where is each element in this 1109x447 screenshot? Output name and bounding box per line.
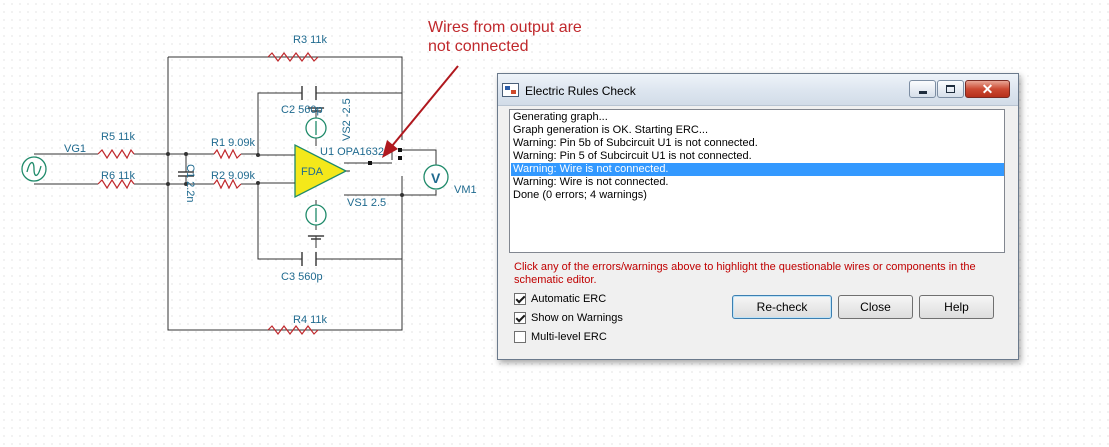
vg1-source <box>21 156 47 182</box>
maximize-icon <box>946 85 955 93</box>
erc-dialog: Electric Rules Check ✕ Generating graph.… <box>497 73 1019 360</box>
message-row[interactable]: Generating graph... <box>513 111 608 123</box>
app-icon <box>502 83 519 97</box>
message-row[interactable]: Graph generation is OK. Starting ERC... <box>513 124 709 136</box>
title-bar[interactable]: Electric Rules Check ✕ <box>498 74 1018 106</box>
opamp-fda <box>294 143 348 199</box>
minimize-button[interactable] <box>909 80 936 98</box>
vs1-ground <box>308 235 324 240</box>
vs1-supply <box>305 204 327 226</box>
vm1-voltmeter <box>423 164 449 190</box>
message-row-selected[interactable]: Warning: Wire is not connected. <box>511 163 1004 176</box>
label-r3: R3 11k <box>293 34 328 46</box>
label-c2: C2 560p <box>281 104 323 116</box>
label-r2: R2 9.09k <box>211 170 256 182</box>
pin-marker <box>398 156 402 160</box>
message-row[interactable]: Done (0 errors; 4 warnings) <box>513 189 647 201</box>
multilevel-erc-checkbox[interactable] <box>514 331 526 343</box>
callout-line: Wires from output are <box>428 19 582 36</box>
minimize-icon <box>918 90 927 94</box>
show-warnings-label: Show on Warnings <box>531 312 623 324</box>
message-row[interactable]: Warning: Pin 5b of Subcircuit U1 is not … <box>513 137 758 149</box>
label-vg1: VG1 <box>64 143 86 155</box>
label-r1: R1 9.09k <box>211 137 256 149</box>
maximize-button[interactable] <box>937 80 964 98</box>
r6-resistor <box>97 178 135 190</box>
close-icon: ✕ <box>981 81 994 97</box>
hint-text: Click any of the errors/warnings above t… <box>514 261 976 286</box>
label-c1: C1 2.2n <box>184 164 196 203</box>
label-vs1: VS1 2.5 <box>347 197 386 209</box>
label-r5: R5 11k <box>101 131 136 143</box>
multilevel-erc-label: Multi-level ERC <box>531 331 607 343</box>
c3-capacitor <box>301 252 317 266</box>
message-row[interactable]: Warning: Pin 5 of Subcircuit U1 is not c… <box>513 150 752 162</box>
label-fda: FDA <box>301 166 324 178</box>
label-r6: R6 11k <box>101 170 136 182</box>
c1-capacitor <box>178 171 194 177</box>
help-button[interactable]: Help <box>919 295 994 319</box>
label-vs2: VS2 -2.5 <box>341 98 353 141</box>
r1-resistor <box>213 148 242 160</box>
r2-resistor <box>213 178 242 190</box>
multilevel-erc-option[interactable]: Multi-level ERC <box>514 330 607 344</box>
vs2-ground <box>308 107 324 112</box>
dialog-title: Electric Rules Check <box>525 84 636 98</box>
label-c3: C3 560p <box>281 271 323 283</box>
r3-resistor <box>267 52 319 62</box>
vs2-supply <box>305 117 327 139</box>
recheck-button[interactable]: Re-check <box>732 295 832 319</box>
automatic-erc-checkbox[interactable] <box>514 293 526 305</box>
callout-note: Wires from output are not connected <box>428 18 618 56</box>
pin-marker <box>368 161 372 165</box>
label-r4: R4 11k <box>293 314 328 326</box>
voltmeter-symbol: V <box>431 170 441 186</box>
c2-capacitor <box>301 86 317 100</box>
window-close-button[interactable]: ✕ <box>965 80 1010 98</box>
callout-arrow <box>382 65 459 158</box>
close-button[interactable]: Close <box>838 295 913 319</box>
automatic-erc-label: Automatic ERC <box>531 293 607 305</box>
show-warnings-checkbox[interactable] <box>514 312 526 324</box>
label-u1: U1 OPA1632 <box>320 146 384 158</box>
r5-resistor <box>97 148 135 160</box>
message-list[interactable]: Generating graph... Graph generation is … <box>509 109 1005 253</box>
label-vm1: VM1 <box>454 184 477 196</box>
show-warnings-option[interactable]: Show on Warnings <box>514 311 623 325</box>
automatic-erc-option[interactable]: Automatic ERC <box>514 292 606 306</box>
message-row[interactable]: Warning: Wire is not connected. <box>513 176 669 188</box>
r4-resistor <box>267 325 319 335</box>
pin-marker <box>398 148 402 152</box>
callout-line: not connected <box>428 38 529 55</box>
